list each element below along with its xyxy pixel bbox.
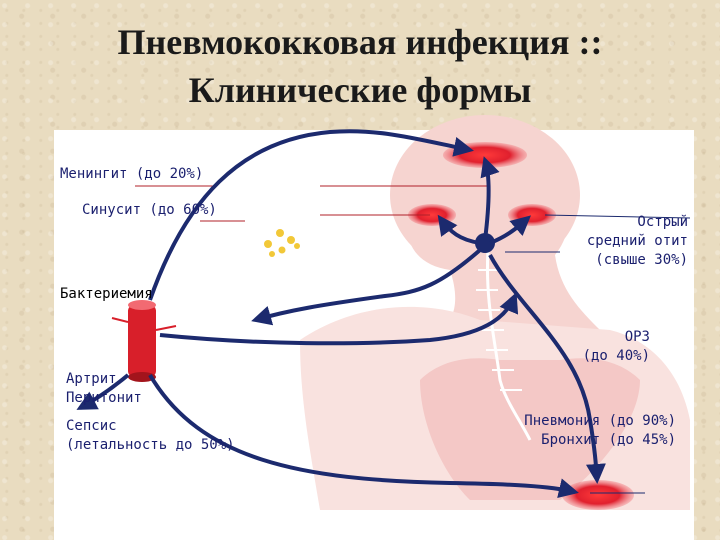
label-bronchitis: Бронхит (до 45%) <box>440 431 676 449</box>
lung-infection-spot <box>562 480 634 510</box>
label-sinusitis: Синусит (до 60%) <box>82 201 217 219</box>
bacteria-icon <box>264 229 300 257</box>
label-sepsis-mortality: (летальность до 50%) <box>66 436 235 454</box>
label-orz-line-2: (до 40%) <box>540 347 650 365</box>
label-otitis-line-1: Острый <box>540 213 688 231</box>
label-arthritis: Артрит <box>66 370 117 388</box>
label-otitis-line-3: (свыше 30%) <box>520 251 688 269</box>
label-meningitis: Менингит (до 20%) <box>60 165 203 183</box>
label-pneumonia: Пневмония (до 90%) <box>440 412 676 430</box>
human-body-silhouette <box>300 115 690 510</box>
label-peritonitis: Перитонит <box>66 389 142 407</box>
label-orz-line-1: ОРЗ <box>540 328 650 346</box>
label-bacteremia: Бактериемия <box>60 285 153 303</box>
label-sepsis: Сепсис <box>66 417 117 435</box>
blood-vessel-icon <box>112 300 176 382</box>
label-otitis-line-2: средний отит <box>520 232 688 250</box>
